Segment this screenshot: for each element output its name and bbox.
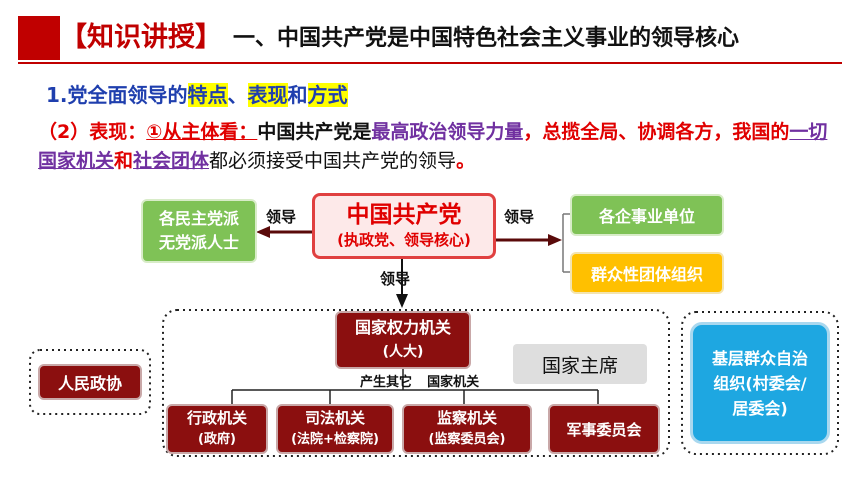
label-lead-left: 领导 — [266, 208, 297, 226]
npc-subtitle: (人大) — [382, 344, 424, 360]
label-state-organs: 国家机关 — [427, 375, 480, 390]
democratic-line2: 无党派人士 — [158, 233, 239, 252]
subtitle-sep1: 、 — [227, 83, 248, 107]
admin-name: 行政机关 — [186, 409, 247, 427]
para-highlight-force: 最高政治领导力量 — [371, 121, 524, 143]
label-generate-organs: 产生其它 国家机关 — [360, 371, 479, 390]
label-generate: 产生其它 — [360, 375, 413, 390]
subtitle-sep2: 和 — [287, 83, 308, 107]
supervision-subtitle: (监察委员会) — [428, 432, 506, 447]
military-label: 军事委员会 — [566, 420, 642, 439]
para-highlight-groups: 社会团体 — [133, 150, 210, 172]
cppcc-label: 人民政协 — [57, 374, 122, 393]
header-tag: 【知识讲授】 — [60, 22, 222, 53]
para-period: 。 — [456, 150, 476, 172]
para-text2: ，总揽全局、协调各方，我国的 — [523, 121, 790, 143]
president-label: 国家主席 — [541, 354, 618, 377]
cppcc-container — [29, 349, 151, 415]
judicial-name: 司法机关 — [304, 409, 365, 427]
header-title: 一、中国共产党是中国特色社会主义事业的领导核心 — [233, 26, 740, 51]
para-text3: 和 — [114, 150, 134, 172]
arrowhead-democratic — [256, 226, 270, 238]
npc-name: 国家权力机关 — [354, 318, 451, 337]
party-subtitle: (执政党、领导核心) — [337, 231, 471, 249]
grassroots-container — [681, 311, 839, 455]
enterprises-label: 各企事业单位 — [598, 207, 695, 226]
label-lead-down: 领导 — [380, 270, 411, 288]
president-box: 国家主席 — [513, 344, 647, 384]
mass-orgs-box: 群众性团体组织 — [570, 252, 724, 294]
judicial-subtitle: (法院+检察院) — [291, 432, 379, 447]
arrowhead-right — [548, 234, 562, 246]
state-organs-container — [162, 309, 670, 457]
para-heading: （2）表现： — [38, 121, 147, 143]
supervision-name: 监察机关 — [436, 409, 497, 427]
header-underline — [18, 62, 842, 64]
admin-subtitle: (政府) — [198, 432, 236, 447]
grassroots-line2: 组织(村委会/ — [713, 373, 807, 393]
para-text4: 都必须接受中国共产党的领导 — [209, 150, 457, 172]
judicial-organ-box: 司法机关 (法院+检察院) — [276, 404, 394, 454]
democratic-line1: 各民主党派 — [158, 209, 239, 228]
subtitle-keyword-manifestation: 表现 — [247, 83, 288, 107]
admin-organ-box: 行政机关 (政府) — [166, 404, 268, 454]
mass-orgs-label: 群众性团体组织 — [590, 265, 703, 284]
supervision-organ-box: 监察机关 (监察委员会) — [402, 404, 532, 454]
section-subtitle: 1.党全面领导的特点、表现和方式 — [46, 80, 348, 110]
enterprises-box: 各企事业单位 — [570, 194, 724, 236]
subtitle-prefix: 1.党全面领导的 — [46, 83, 188, 107]
para-highlight-organs: 一切国家机关 — [38, 121, 828, 172]
party-name: 中国共产党 — [346, 202, 462, 228]
npc-box: 国家权力机关 (人大) — [335, 311, 471, 369]
subtitle-keyword-methods: 方式 — [307, 83, 348, 107]
para-text1: 中国共产党是 — [257, 121, 372, 143]
cppcc-box: 人民政协 — [38, 364, 142, 400]
military-commission-box: 军事委员会 — [548, 404, 660, 454]
grassroots-line1: 基层群众自治 — [711, 348, 808, 368]
arrowhead-down — [396, 294, 408, 308]
grassroots-line3: 居委会) — [732, 398, 788, 418]
para-subject: ①从主体看： — [146, 121, 258, 143]
header-accent-block — [18, 16, 60, 60]
democratic-parties-box: 各民主党派 无党派人士 — [141, 199, 257, 263]
party-box: 中国共产党 (执政党、领导核心) — [312, 193, 496, 259]
grassroots-box: 基层群众自治 组织(村委会/ 居委会) — [690, 322, 830, 444]
manifestation-paragraph: （2）表现：①从主体看：中国共产党是最高政治领导力量，总揽全局、协调各方，我国的… — [38, 118, 838, 176]
subtitle-keyword-features: 特点 — [187, 83, 228, 107]
label-lead-right: 领导 — [504, 208, 535, 226]
